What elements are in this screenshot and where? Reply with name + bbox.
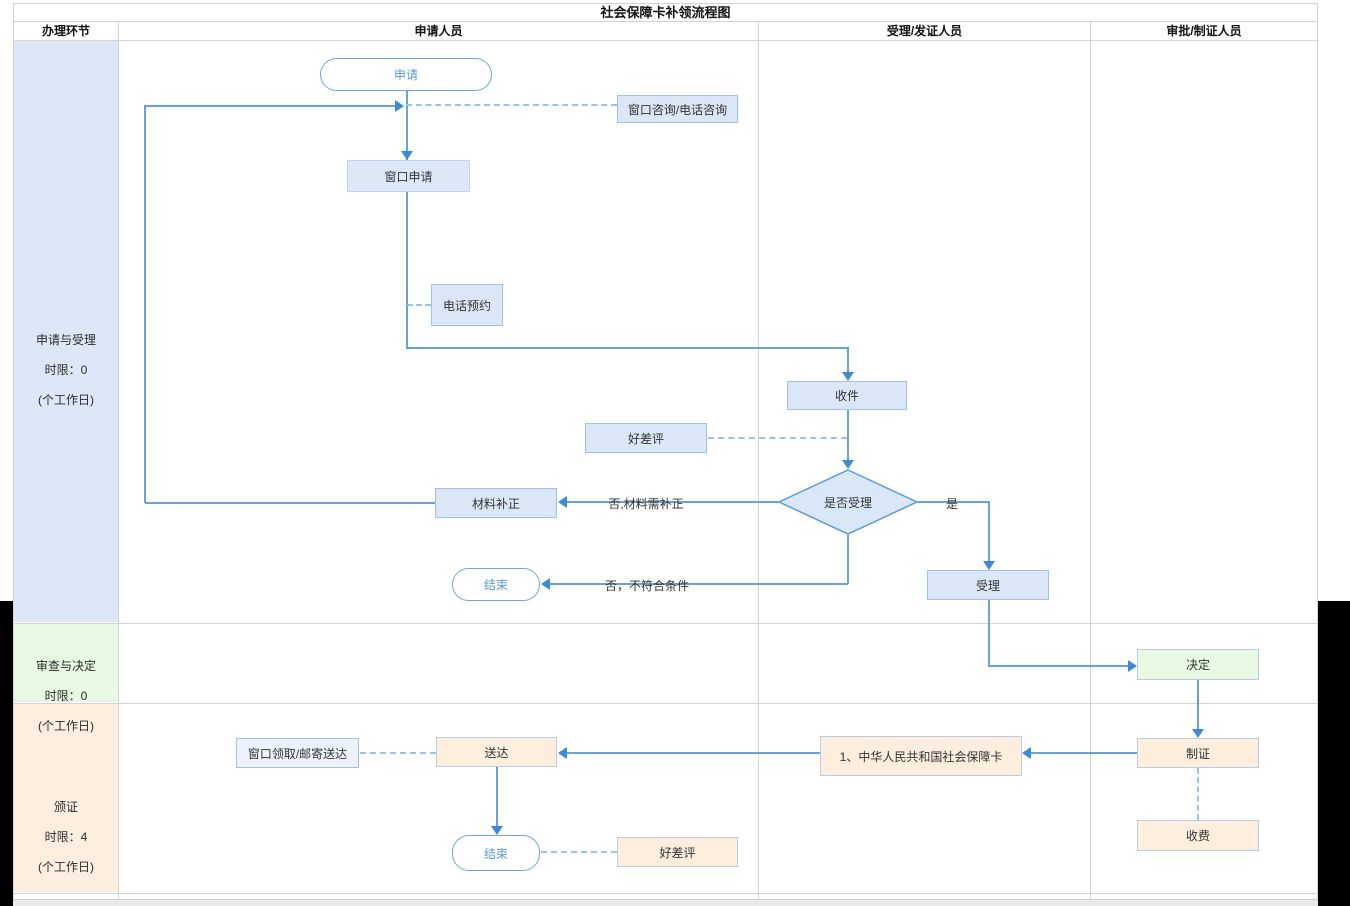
node-rating-2: 好差评 [617,837,738,867]
arrowhead-into-card [1022,747,1031,759]
connector-accept-down [988,600,990,666]
arrowhead-into-receive [842,372,854,381]
dashed-connector-rating1 [708,437,847,439]
connector-to-receive-vertical [847,348,849,375]
node-consult: 窗口咨询/电话咨询 [617,95,738,123]
node-receive: 收件 [787,381,907,410]
arrowhead-into-decide [1128,660,1137,672]
node-window-apply: 窗口申请 [347,160,470,192]
edge-label-yes: 是 [945,497,958,511]
lane-label-issue: 颁证 时限：4 (个工作日) [38,800,94,874]
node-phone-reserve: 电话预约 [431,284,503,326]
node-end-2: 结束 [452,835,540,871]
connector-deliver-to-end2 [496,767,498,827]
dashed-connector-consult [406,104,617,106]
node-rating-1: 好差评 [585,423,707,453]
node-card-doc: 1、中华人民共和国社会保障卡 [820,736,1022,776]
dashed-connector-makecard-charge [1197,768,1199,820]
node-charge: 收费 [1137,820,1259,851]
background-pane-right [1318,601,1350,906]
lane-label-review-decide: 审查与决定 时限：0 (个工作日) [35,659,96,733]
grid-line-left [13,3,14,899]
dashed-connector-end2-rating2 [541,851,617,853]
lane-cell-issue [14,704,118,892]
arrowhead-into-accept [983,561,995,570]
decision-diamond-shape [778,469,918,535]
background-pane-left [0,601,13,906]
arrowhead-into-materialfix [558,496,567,508]
node-make-card: 制证 [1137,738,1259,768]
page-title: 社会保障卡补领流程图 [600,5,731,20]
grid-line-title-bottom [13,21,1318,22]
arrowhead-into-end2 [491,826,503,835]
connector-accept-to-decide [988,665,1129,667]
arrowhead-into-windowapply [401,151,413,160]
node-end-1: 结束 [452,568,540,601]
horizontal-scrollbar[interactable] [13,899,1318,906]
arrowhead-into-makecard [1192,729,1204,738]
node-pickup: 窗口领取/邮寄送达 [236,738,359,768]
node-deliver: 送达 [436,737,557,767]
connector-decide-to-makecard [1197,680,1199,730]
edge-label-not-qualified: 否，不符合条件 [604,579,689,593]
connector-receive-to-decision [847,410,849,462]
connector-decision-down [847,535,849,584]
connector-loopback-from-materialfix [145,502,435,504]
lane-cell-review-decide [14,624,118,702]
grid-line-header-bottom [13,40,1318,41]
arrowhead-loopback-junction [395,100,404,112]
decision-label: 是否受理 [823,495,872,510]
grid-line-col2 [758,21,759,899]
node-decide: 决定 [1137,649,1259,680]
dashed-connector-phonereserve [407,304,431,306]
connector-loopback-vertical [144,105,146,503]
arrowhead-into-deliver [558,747,567,759]
grid-line-row2-bottom [13,703,1318,704]
edge-label-need-fix: 否,材料需补正 [608,497,684,511]
grid-line-col1 [118,21,119,899]
arrowhead-into-end1 [541,578,550,590]
lane-cell-apply-accept [14,41,118,622]
lane-label-apply-accept: 申请与受理 时限：0 (个工作日) [35,333,96,407]
grid-line-right [1317,3,1318,899]
grid-line-col3 [1090,21,1091,899]
connector-yes-to-accept [988,501,990,562]
connector-to-receive-horizontal [406,347,849,349]
col-header-approval: 审批/制证人员 [1166,24,1242,38]
grid-line-top [13,3,1318,4]
node-decision: 是否受理 [778,469,918,535]
connector-card-to-deliver [565,752,820,754]
connector-makecard-to-card [1030,752,1137,754]
node-material-fix: 材料补正 [435,488,557,518]
grid-line-bottom [13,893,1318,894]
grid-line-row1-bottom [13,623,1318,624]
connector-decision-to-materialfix [560,501,778,503]
connector-loopback-top [145,105,397,107]
col-header-acceptance: 受理/发证人员 [886,24,963,38]
dashed-connector-pickup-deliver [360,752,436,754]
connector-decision-yes-horizontal [918,501,989,503]
arrowhead-into-decision [842,460,854,469]
connector-to-end1 [543,583,848,585]
col-header-applicant: 申请人员 [414,24,463,38]
node-start: 申请 [320,58,492,91]
connector-windowapply-down [406,192,408,349]
col-header-steps: 办理环节 [41,24,90,38]
connector-start-to-windowapply [406,91,408,160]
node-accept: 受理 [927,570,1049,600]
